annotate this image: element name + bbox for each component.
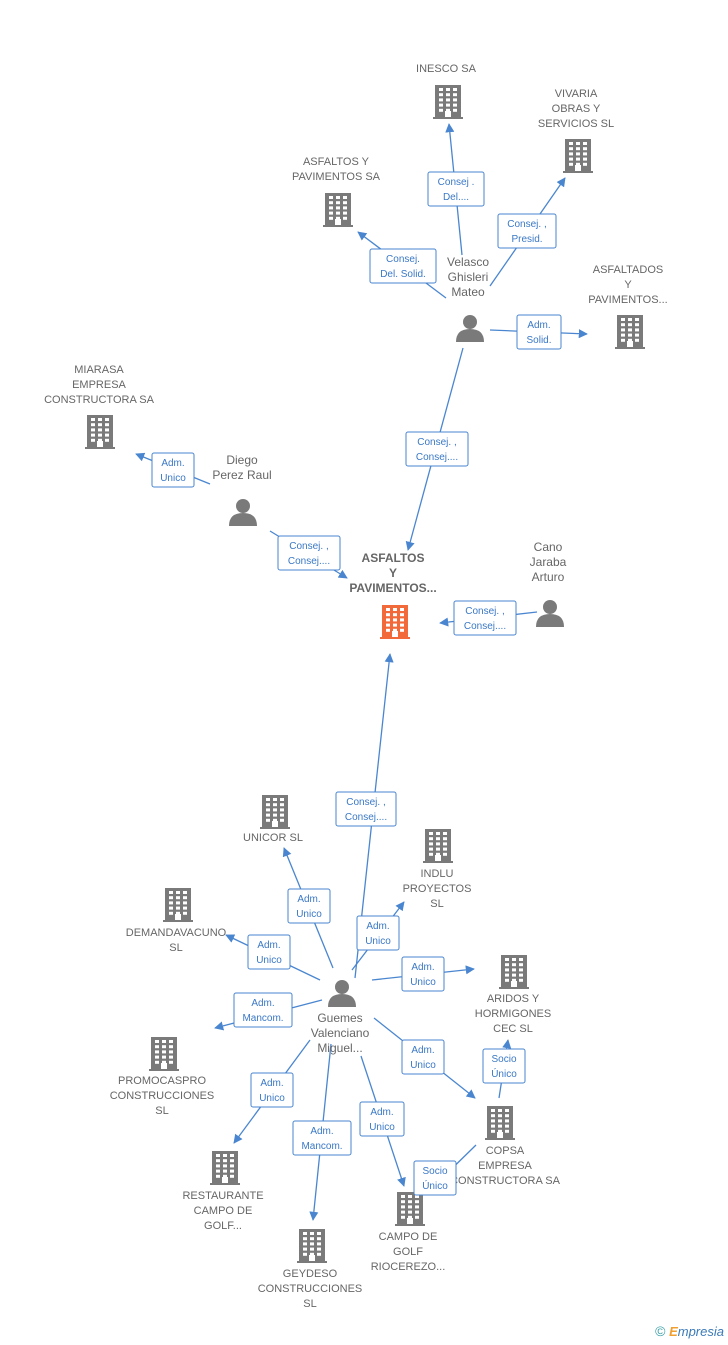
relation-r-diego-main[interactable]: Consej. ,Consej.... bbox=[277, 535, 341, 571]
relation-label-r-guemes-campo: Adm.Unico bbox=[369, 1107, 395, 1133]
relation-r-guemes-geydeso[interactable]: Adm.Mancom. bbox=[292, 1120, 352, 1156]
relation-label-r-guemes-copsa: Adm.Unico bbox=[410, 1045, 436, 1071]
relation-label-r-guemes-promoc: Adm.Mancom. bbox=[242, 998, 283, 1024]
relation-r-velasco-inesco[interactable]: Consej .Del.... bbox=[427, 171, 485, 207]
relation-label-r-guemes-indlu: Adm.Unico bbox=[365, 921, 391, 947]
relation-label-r-guemes-restaur: Adm.Unico bbox=[259, 1078, 285, 1104]
building-icon-copsa[interactable] bbox=[485, 1106, 515, 1140]
relation-label-r-velasco-vivaria: Consej. ,Presid. bbox=[507, 219, 546, 245]
brand-name: mpresia bbox=[677, 1324, 724, 1339]
building-icon-main[interactable] bbox=[380, 605, 410, 639]
relation-label-r-diego-miarasa: Adm.Unico bbox=[160, 458, 186, 484]
relation-r-guemes-aridos[interactable]: Adm.Unico bbox=[401, 956, 445, 992]
building-icon-asfaltados[interactable] bbox=[615, 315, 645, 349]
person-icon-velasco[interactable] bbox=[456, 315, 484, 342]
relation-r-guemes-indlu[interactable]: Adm.Unico bbox=[356, 915, 400, 951]
building-icon-geydeso[interactable] bbox=[297, 1229, 327, 1263]
relation-r-velasco-vivaria[interactable]: Consej. ,Presid. bbox=[497, 213, 557, 249]
person-icon-diego[interactable] bbox=[229, 499, 257, 526]
relation-label-r-guemes-aridos: Adm.Unico bbox=[410, 962, 436, 988]
relation-label-r-cano-main: Consej. ,Consej.... bbox=[464, 606, 506, 632]
building-icon-campo[interactable] bbox=[395, 1192, 425, 1226]
relation-r-velasco-asfaltados[interactable]: Adm.Solid. bbox=[516, 314, 562, 350]
building-icon-restaur[interactable] bbox=[210, 1151, 240, 1185]
person-icon-guemes[interactable] bbox=[328, 980, 356, 1007]
building-icon-miarasa[interactable] bbox=[85, 415, 115, 449]
relation-r-guemes-demanda[interactable]: Adm.Unico bbox=[247, 934, 291, 970]
building-icon-promoc[interactable] bbox=[149, 1037, 179, 1071]
relation-label-r-velasco-inesco: Consej .Del.... bbox=[438, 177, 475, 203]
relation-label-r-velasco-main: Consej. ,Consej.... bbox=[416, 437, 458, 463]
relation-label-layer: Consej .Del.... Consej. ,Presid. Consej.De… bbox=[151, 171, 562, 1196]
relation-label-r-velasco-asfaltados: Adm.Solid. bbox=[526, 320, 551, 346]
relation-r-guemes-main[interactable]: Consej. ,Consej.... bbox=[335, 791, 397, 827]
building-icon-aridos[interactable] bbox=[499, 955, 529, 989]
person-icon-cano[interactable] bbox=[536, 600, 564, 627]
company-label-unicor: UNICOR SL bbox=[243, 832, 303, 844]
relation-label-r-guemes-unicor: Adm.Unico bbox=[296, 894, 322, 920]
relation-r-guemes-restaur[interactable]: Adm.Unico bbox=[250, 1072, 294, 1108]
relation-r-diego-miarasa[interactable]: Adm.Unico bbox=[151, 452, 195, 488]
relation-r-cano-main[interactable]: Consej. ,Consej.... bbox=[453, 600, 517, 636]
copyright-symbol: © bbox=[655, 1323, 666, 1339]
relation-r-guemes-promoc[interactable]: Adm.Mancom. bbox=[233, 992, 293, 1028]
relation-label-r-diego-main: Consej. ,Consej.... bbox=[288, 541, 330, 567]
building-icon-demanda[interactable] bbox=[163, 888, 193, 922]
relation-label-r-guemes-geydeso: Adm.Mancom. bbox=[301, 1126, 342, 1152]
relation-r-velasco-main[interactable]: Consej. ,Consej.... bbox=[405, 431, 469, 467]
relation-r-guemes-campo[interactable]: Adm.Unico bbox=[359, 1101, 405, 1137]
brand-watermark: © Empresia bbox=[655, 1323, 724, 1339]
brand-logo-letter: E bbox=[669, 1324, 678, 1339]
company-label-inesco: INESCO SA bbox=[416, 63, 477, 75]
relation-r-velasco-asfpavsa[interactable]: Consej.Del. Solid. bbox=[369, 248, 437, 284]
building-icon-indlu[interactable] bbox=[423, 829, 453, 863]
relation-label-r-guemes-demanda: Adm.Unico bbox=[256, 940, 282, 966]
relation-r-guemes-unicor[interactable]: Adm.Unico bbox=[287, 888, 331, 924]
building-icon-unicor[interactable] bbox=[260, 795, 290, 829]
building-icon-vivaria[interactable] bbox=[563, 139, 593, 173]
building-icon-asfpavsa[interactable] bbox=[323, 193, 353, 227]
relation-label-r-velasco-asfpavsa: Consej.Del. Solid. bbox=[380, 254, 426, 280]
relation-label-r-guemes-main: Consej. ,Consej.... bbox=[345, 797, 387, 823]
building-icon-inesco[interactable] bbox=[433, 85, 463, 119]
relation-r-guemes-copsa[interactable]: Adm.Unico bbox=[401, 1039, 445, 1075]
